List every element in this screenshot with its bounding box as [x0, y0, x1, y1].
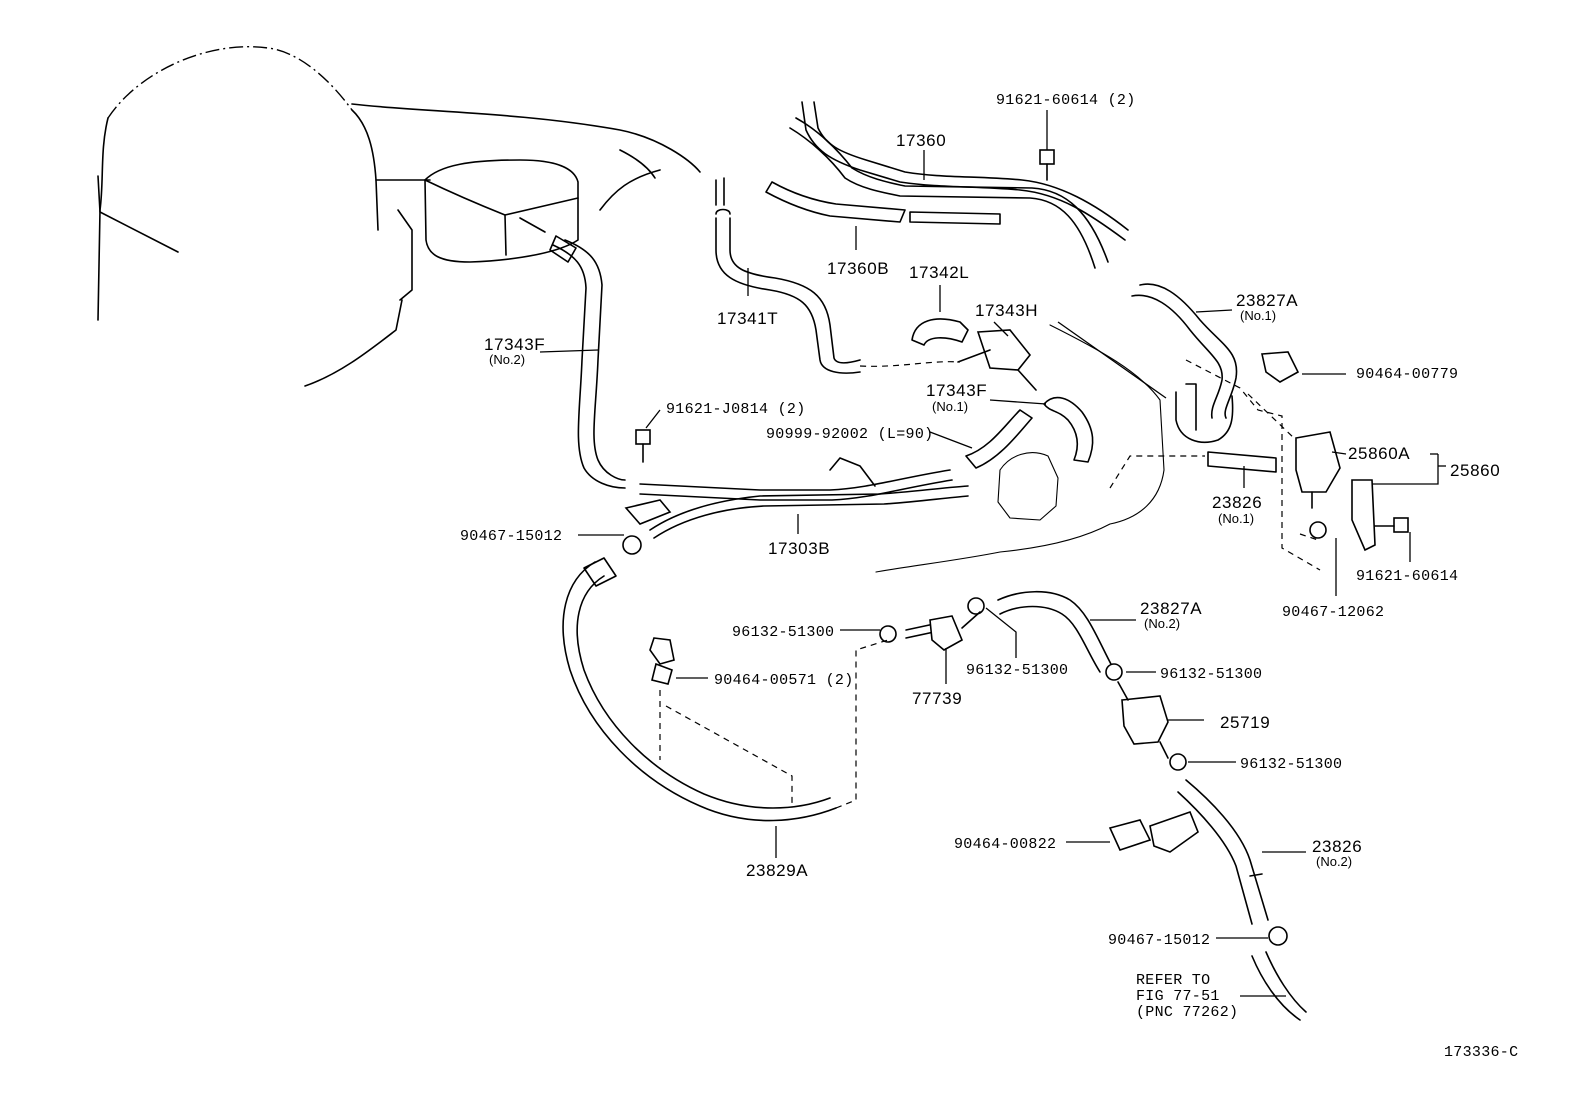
- label-96132-51300-b: 96132-51300: [966, 662, 1068, 679]
- label-25719: 25719: [1220, 713, 1270, 732]
- label-77739: 77739: [912, 689, 962, 708]
- clip-90464-00571-b: [651, 662, 673, 685]
- label-96132-51300-a: 96132-51300: [732, 624, 834, 641]
- label-90464-00822: 90464-00822: [954, 836, 1056, 853]
- label-23827a-no1: 23827A: [1236, 291, 1298, 310]
- label-23826-no2-sub: (No.2): [1316, 854, 1352, 869]
- label-23829a: 23829A: [746, 861, 808, 880]
- label-17342l: 17342L: [909, 263, 969, 282]
- valve-25719: [1117, 681, 1169, 759]
- label-96132-51300-c: 96132-51300: [1160, 666, 1262, 683]
- label-17343f-no2: 17343F: [484, 335, 545, 354]
- clamp-96132-51300-c: [1105, 663, 1123, 681]
- leader-lines: [539, 110, 1446, 997]
- label-90464-00571-2: 90464-00571 (2): [714, 672, 854, 689]
- hoses: [549, 101, 1307, 1021]
- label-23826-no2: 23826: [1312, 837, 1362, 856]
- label-17341t: 17341T: [717, 309, 778, 328]
- label-90467-15012-lower: 90467-15012: [1108, 932, 1210, 949]
- label-17343f-no1: 17343F: [926, 381, 987, 400]
- label-90999-92002: 90999-92002 (L=90): [766, 426, 933, 443]
- bolt-91621-60614-top: [1039, 149, 1055, 181]
- label-90467-12062: 90467-12062: [1282, 604, 1384, 621]
- clamp-96132-51300-b: [967, 597, 985, 615]
- label-23826-no1-sub: (No.1): [1218, 511, 1254, 526]
- label-17343h: 17343H: [975, 301, 1038, 320]
- clamp-96132-51300-d: [1169, 753, 1187, 771]
- figure-code: 173336-C: [1444, 1044, 1518, 1061]
- label-17360: 17360: [896, 131, 946, 150]
- clamp-90467-12062: [1309, 521, 1327, 539]
- label-17343f-no2-sub: (No.2): [489, 352, 525, 367]
- label-refer-to: REFER TO: [1136, 972, 1210, 989]
- label-25860: 25860: [1450, 461, 1500, 480]
- part-labels: 91621-60614 (2) 17360 17360B 17342L 1734…: [460, 92, 1518, 1061]
- bolt-91621-60614-right: [1373, 517, 1409, 533]
- label-23826-no1: 23826: [1212, 493, 1262, 512]
- label-23827a-no1-sub: (No.1): [1240, 308, 1276, 323]
- label-91621-60614: 91621-60614: [1356, 568, 1458, 585]
- label-90464-00779: 90464-00779: [1356, 366, 1458, 383]
- clip-90464-00779: [1261, 351, 1300, 383]
- label-23827a-no2-sub: (No.2): [1144, 616, 1180, 631]
- clip-90464-00571: [649, 637, 675, 665]
- label-refer-fig: FIG 77-51: [1136, 988, 1220, 1005]
- label-91621-j0814-2: 91621-J0814 (2): [666, 401, 806, 418]
- label-25860a: 25860A: [1348, 444, 1410, 463]
- label-96132-51300-d: 96132-51300: [1240, 756, 1342, 773]
- label-90467-15012-upper: 90467-15012: [460, 528, 562, 545]
- label-17303b: 17303B: [768, 539, 830, 558]
- label-17343f-no1-sub: (No.1): [932, 399, 968, 414]
- clamp-96132-51300-a: [879, 625, 897, 643]
- label-refer-pnc: (PNC 77262): [1136, 1004, 1238, 1021]
- bolt-91621-j0814: [635, 429, 651, 463]
- components: [622, 149, 1409, 946]
- clamp-90464-00822: [1108, 810, 1199, 853]
- label-17360b: 17360B: [827, 259, 889, 278]
- valve-77739: [905, 611, 981, 651]
- vsv-25860a: [1295, 431, 1376, 552]
- clamp-90467-15012-a: [622, 535, 642, 555]
- label-91621-60614-2: 91621-60614 (2): [996, 92, 1136, 109]
- label-23827a-no2: 23827A: [1140, 599, 1202, 618]
- engine-outline: [97, 46, 701, 387]
- clamp-90467-15012-b: [1268, 926, 1288, 946]
